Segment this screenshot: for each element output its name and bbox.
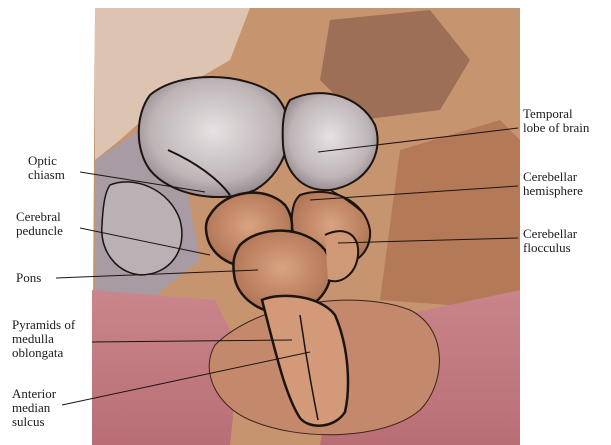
label-pyramids: Pyramids of medulla oblongata — [12, 318, 75, 360]
label-optic-chiasm: Optic chiasm — [28, 154, 65, 182]
label-cerebral-peduncle: Cerebral peduncle — [16, 210, 63, 238]
label-pons: Pons — [16, 271, 41, 285]
label-anterior-median-sulcus: Anterior median sulcus — [12, 387, 56, 429]
label-cerebellar-hemisphere: Cerebellar hemisphere — [523, 170, 583, 198]
label-temporal-lobe: Temporal lobe of brain — [523, 107, 589, 135]
label-cerebellar-flocculus: Cerebellar flocculus — [523, 227, 577, 255]
